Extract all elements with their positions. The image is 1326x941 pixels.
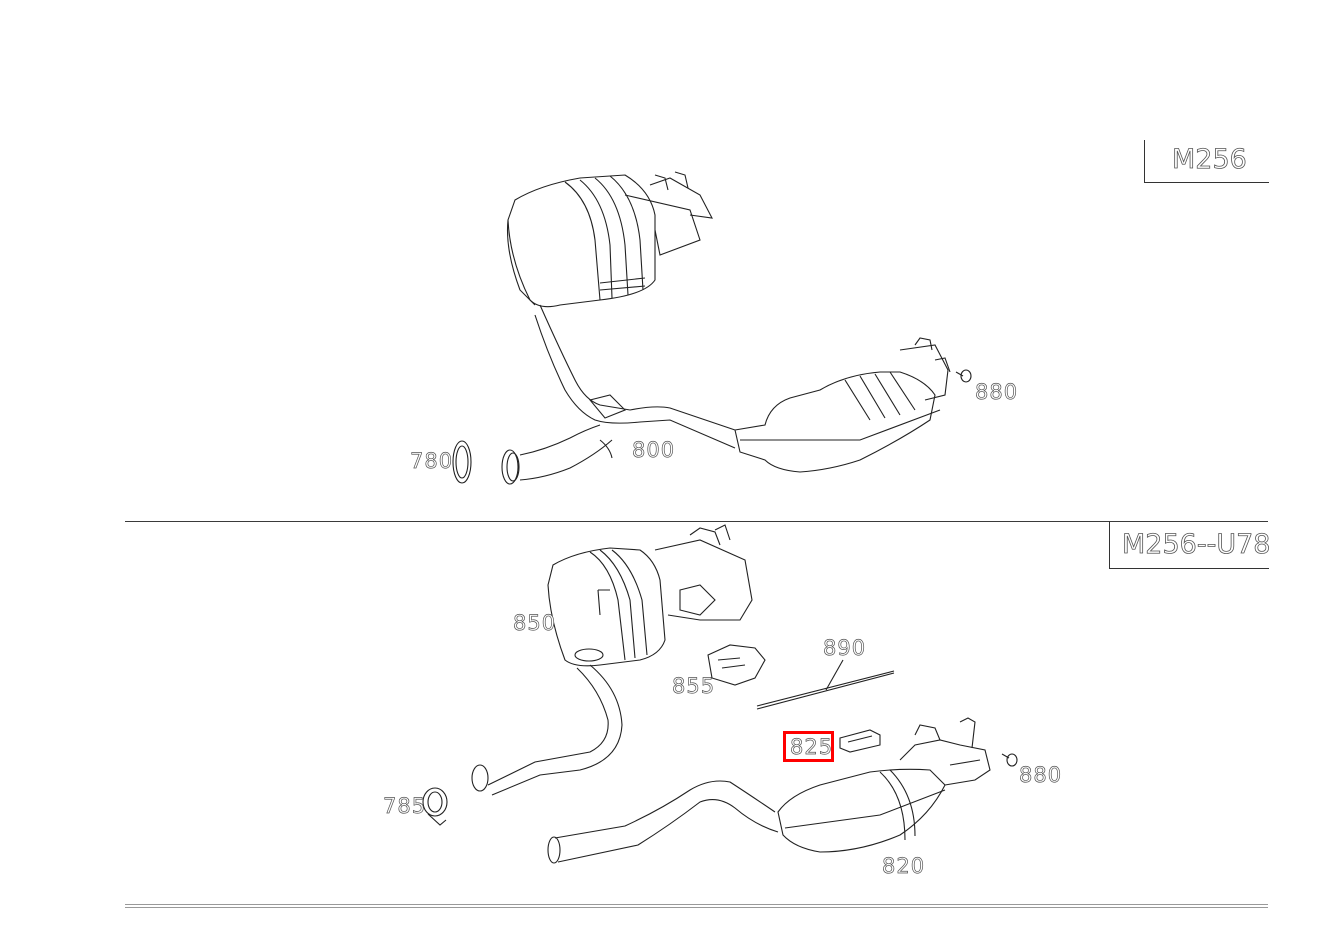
section-divider (125, 521, 1268, 522)
callout-880-top[interactable]: 880 (975, 380, 1019, 404)
flap-actuator-855-drawing (707, 644, 766, 686)
footer-rule (125, 904, 1268, 908)
callout-890[interactable]: 890 (823, 636, 867, 660)
callout-800[interactable]: 800 (632, 438, 676, 462)
callout-820[interactable]: 820 (882, 854, 926, 878)
callout-825[interactable]: 825 (790, 735, 834, 759)
center-pipe-bottom-drawing (547, 780, 779, 864)
callout-highlight-box (783, 731, 834, 762)
section-tag-m256: M256 (1172, 144, 1248, 175)
section-tag-m256-u78: M256--U78 (1122, 529, 1271, 560)
center-muffler-820-drawing (777, 717, 991, 853)
bracket-825-drawing (839, 729, 881, 753)
callout-880-bottom[interactable]: 880 (1019, 763, 1063, 787)
clamp-785-drawing (422, 787, 448, 826)
rear-muffler-top-drawing (507, 171, 713, 308)
clamp-780-drawing (452, 440, 472, 484)
cable-890-drawing (756, 659, 895, 710)
y-pipe-top-drawing (501, 304, 736, 485)
callout-850[interactable]: 850 (513, 611, 557, 635)
callout-785[interactable]: 785 (383, 794, 427, 818)
callout-780[interactable]: 780 (410, 449, 454, 473)
section-tag-box-m256 (1144, 140, 1269, 183)
bolt-880-top-drawing (955, 369, 972, 383)
section-tag-box-m256-u78 (1109, 521, 1269, 569)
bolt-880-bottom-drawing (1001, 753, 1018, 767)
catalytic-converter-top-drawing (734, 337, 951, 473)
rear-muffler-bottom-drawing (547, 524, 753, 667)
callout-855[interactable]: 855 (672, 674, 716, 698)
tailpipe-bottom-drawing (471, 664, 623, 796)
